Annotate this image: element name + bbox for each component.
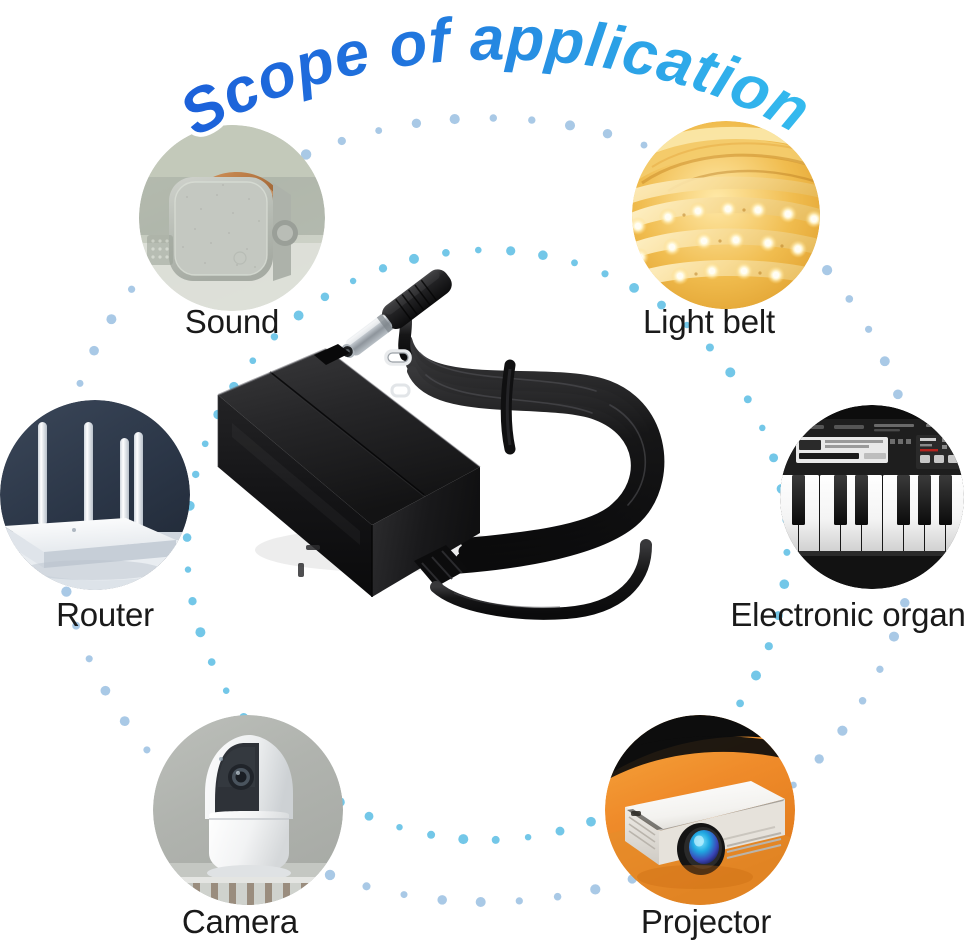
svg-text:Scope of application: Scope of application (169, 4, 822, 149)
camera-label: Camera (181, 903, 299, 940)
light-belt-label: Light belt (643, 303, 775, 340)
router-label: Router (56, 596, 154, 633)
projector-label: Projector (640, 903, 772, 940)
electronic-organ-photo (780, 405, 964, 589)
light-belt-photo (632, 121, 820, 309)
page-title: Scope of application Scope of applicatio… (164, 0, 825, 154)
camera-photo (153, 715, 343, 905)
sound-photo (139, 125, 325, 311)
router-photo (0, 400, 190, 590)
electronic-organ-label: Electronic organ (730, 596, 966, 633)
sound-label: Sound (184, 303, 280, 340)
power-adapter-product-image (210, 245, 730, 665)
projector-photo (605, 715, 795, 905)
